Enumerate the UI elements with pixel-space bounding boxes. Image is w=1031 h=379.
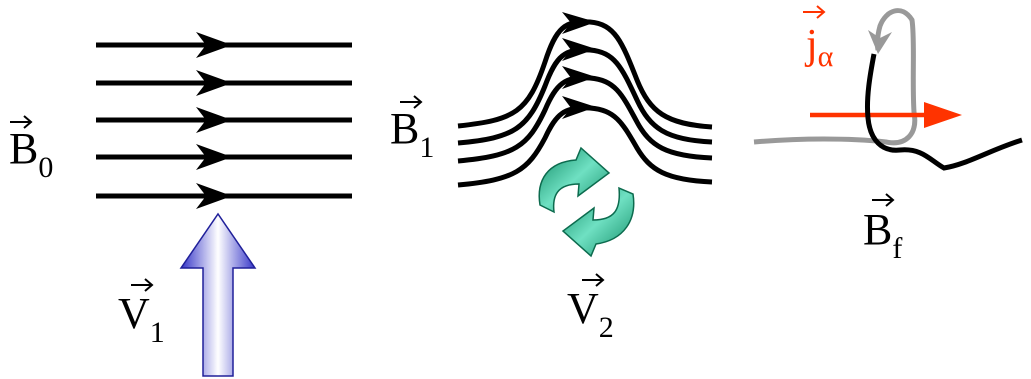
- current-label-j-alpha: jα: [803, 6, 834, 73]
- field-symbol: B: [863, 205, 892, 254]
- svg-text:B1: B1: [390, 104, 434, 164]
- svg-text:Bf: Bf: [863, 205, 902, 265]
- svg-text:B0: B0: [9, 124, 53, 184]
- field-line: [458, 50, 712, 143]
- velocity-subscript: 2: [599, 311, 614, 344]
- velocity-label-v1: V1: [118, 279, 165, 349]
- field-label-b0: B0: [9, 116, 53, 184]
- field-label-bf: Bf: [863, 194, 902, 265]
- twisted-field-line-gray: [754, 11, 915, 143]
- svg-text:V1: V1: [118, 289, 165, 349]
- svg-text:jα: jα: [804, 22, 834, 73]
- field-subscript: 0: [38, 151, 53, 184]
- svg-text:V2: V2: [567, 284, 614, 344]
- velocity-subscript: 1: [150, 316, 165, 349]
- velocity-label-v2: V2: [567, 274, 614, 344]
- velocity-symbol: V: [567, 284, 599, 333]
- field-subscript: 1: [419, 131, 434, 164]
- current-subscript: α: [818, 40, 834, 73]
- vector-arrow-icon: [803, 6, 824, 18]
- current-arrowhead-icon: [924, 102, 962, 128]
- arrowhead-icon: [562, 66, 596, 89]
- field-symbol: B: [390, 104, 419, 153]
- upward-block-arrow-icon: [181, 214, 255, 376]
- arrowhead-icon: [562, 96, 596, 119]
- current-symbol: j: [804, 22, 818, 68]
- velocity-symbol: V: [118, 289, 150, 338]
- arrowhead-icon: [562, 38, 596, 61]
- field-symbol: B: [9, 124, 38, 173]
- field-direction-arrows: [562, 12, 596, 119]
- field-label-b1: B1: [390, 96, 434, 164]
- panel-2: B1 V2: [390, 12, 712, 344]
- panel-3: jα Bf: [754, 6, 1022, 265]
- panel-1: B0 V1: [9, 32, 352, 376]
- circular-arrows-icon: [539, 148, 633, 256]
- field-subscript: f: [892, 232, 902, 265]
